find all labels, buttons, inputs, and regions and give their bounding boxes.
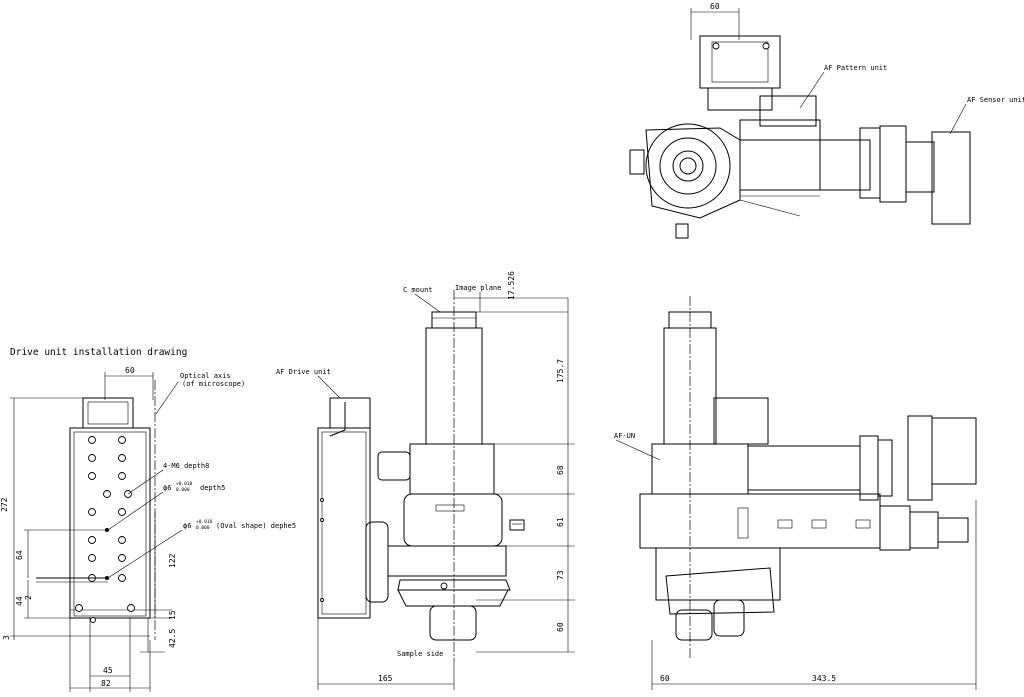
- front-view: AF-UN 60 343.5: [614, 296, 977, 690]
- revolver-housing: [403, 493, 503, 547]
- label-4-m6: 4-M6 depth8: [163, 462, 209, 470]
- dim-175-7: 175.7: [556, 359, 565, 383]
- top-arm: [739, 139, 871, 191]
- label-oval-tol-top: +0.018: [196, 519, 213, 525]
- mounting-plate: [69, 427, 151, 619]
- top-af-sensor-unit: [931, 131, 971, 225]
- dim-3: 3: [2, 635, 11, 640]
- label-af-sensor-unit: AF Sensor unit: [967, 96, 1024, 104]
- dim-42-5: 42.5: [168, 629, 177, 648]
- dim-top-60: 60: [710, 2, 720, 11]
- dim-343-5: 343.5: [812, 674, 836, 683]
- label-hole-tol-bot: 0.000: [176, 487, 190, 493]
- label-oval-tol-bot: 0.000: [196, 525, 210, 531]
- motor-block: [82, 397, 134, 429]
- mounting-holes: [75, 436, 135, 623]
- side-view: AF Drive unit C mount Image plane 17.526…: [276, 271, 575, 690]
- label-sample-side: Sample side: [397, 650, 443, 658]
- dim-44: 44: [15, 596, 24, 606]
- dim-64: 64: [15, 550, 24, 560]
- af-un-body: [409, 443, 495, 495]
- dim-60-vertical: 60: [556, 622, 565, 632]
- label-hole-depth: depth5: [200, 484, 225, 492]
- dim-2: 2: [24, 595, 33, 600]
- objective: [429, 605, 477, 641]
- label-oval-phi6: ϕ6: [183, 522, 191, 530]
- dim-122: 122: [168, 553, 177, 568]
- front-af-un-body: [651, 443, 749, 495]
- front-revolver-housing: [639, 493, 881, 549]
- top-view: 60 AF Pattern unit AF Sensor unit: [629, 2, 1024, 239]
- drive-unit-plate-view: 60 272 64: [0, 366, 296, 692]
- label-hole-phi6: ϕ6: [163, 484, 171, 492]
- dim-73: 73: [556, 570, 565, 580]
- af-drive-unit: [317, 427, 371, 619]
- label-of-microscope: (of microscope): [182, 380, 245, 388]
- label-af-un: AF-UN: [614, 432, 635, 440]
- dim-68: 68: [556, 465, 565, 475]
- label-oval-text: (Oval shape) dephe5: [216, 522, 296, 530]
- label-hole-tol-top: +0.018: [176, 481, 193, 487]
- dim-45: 45: [103, 666, 113, 675]
- dim-165: 165: [378, 674, 393, 683]
- nosepiece-wheel: [397, 589, 509, 607]
- front-nosepiece-wheel: [665, 567, 775, 615]
- label-af-pattern-unit: AF Pattern unit: [824, 64, 887, 72]
- front-sensor-block: [931, 417, 977, 485]
- dim-17-526: 17.526: [507, 271, 516, 300]
- dim-60-horizontal: 60: [660, 674, 670, 683]
- drawing-title: Drive unit installation drawing: [10, 347, 187, 358]
- dim-272: 272: [0, 497, 9, 512]
- label-image-plane: Image plane: [455, 284, 501, 292]
- label-c-mount: C mount: [403, 286, 433, 294]
- dim-15: 15: [168, 610, 177, 620]
- label-af-drive-unit: AF Drive unit: [276, 368, 331, 376]
- dim-82: 82: [101, 679, 111, 688]
- label-optical-axis: Optical axis: [180, 372, 231, 380]
- dim-plate-width: 60: [125, 366, 135, 375]
- dim-61: 61: [556, 517, 565, 527]
- af-drive-motor: [329, 397, 371, 429]
- top-revolver-circle: [645, 123, 731, 209]
